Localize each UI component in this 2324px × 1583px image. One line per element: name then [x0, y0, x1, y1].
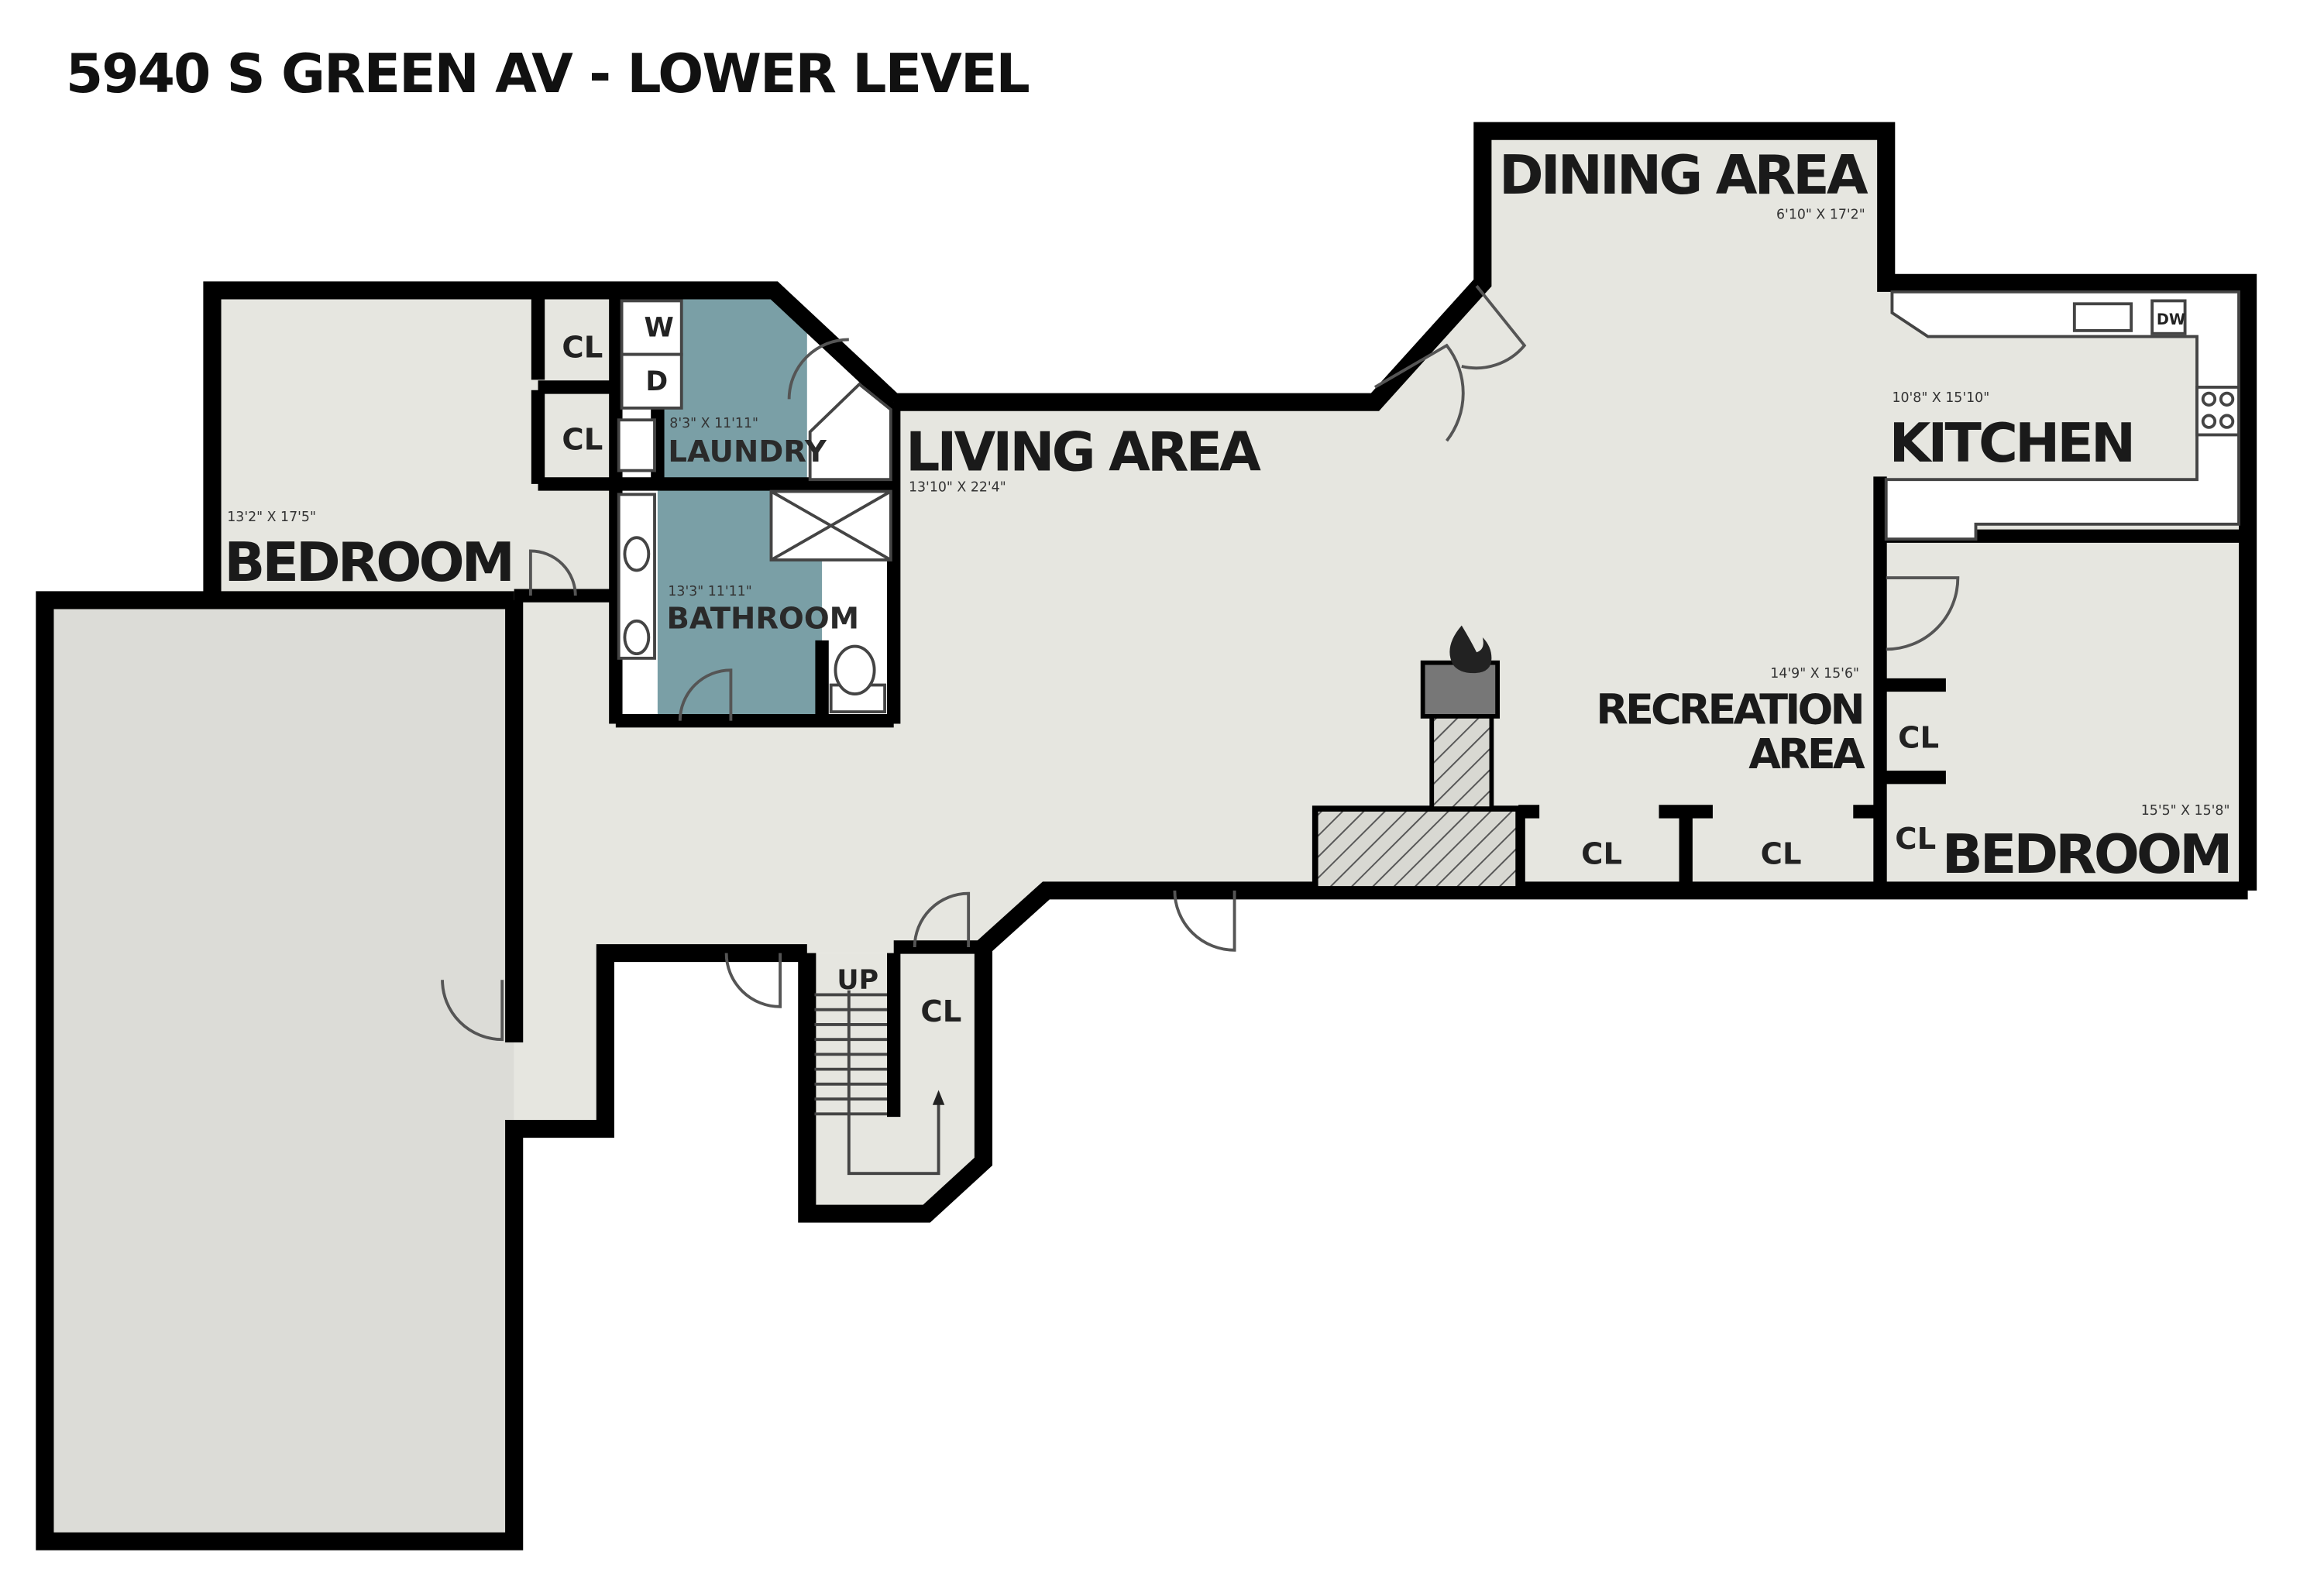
toilet-icon	[829, 644, 887, 714]
dishwasher-label: DW	[2157, 311, 2185, 328]
exterior-walls	[36, 122, 2257, 1550]
bedroom-right-dims: 15'5" X 15'8"	[2141, 803, 2230, 819]
laundry-floor	[657, 294, 807, 484]
bathroom-dims: 13'3" 11'11"	[668, 584, 751, 599]
plan-title: 5940 S GREEN AV - LOWER LEVEL	[66, 43, 1030, 105]
main-floor	[514, 131, 2245, 1129]
bathroom-label: BATHROOM	[666, 602, 859, 637]
living-label: LIVING AREA	[906, 422, 1261, 484]
fixtures: W D DW	[617, 290, 2240, 714]
closet-label: CL	[1898, 720, 1939, 755]
recreation-dims: 14'9" X 15'6"	[1770, 666, 1859, 682]
recreation-label-line2: AREA	[1748, 730, 1865, 778]
bedroom-left-wall	[203, 281, 900, 600]
laundry-label: LAUNDRY	[668, 434, 827, 469]
bedroom-left-label: BEDROOM	[224, 532, 512, 594]
bedroom-left-dims: 13'2" X 17'5"	[227, 510, 316, 525]
closet-label: CL	[1895, 822, 1936, 857]
washer	[620, 299, 683, 356]
doors	[441, 284, 1960, 1042]
fireplace-flame-icon	[1449, 625, 1492, 674]
door-swing-icon	[528, 549, 577, 596]
staircase: UP	[814, 953, 945, 1176]
corner-fixture	[808, 382, 892, 482]
garage-wall	[36, 591, 807, 1550]
kitchen-counter	[1884, 290, 2240, 541]
stairs-label: UP	[837, 965, 878, 996]
interior-walls	[531, 290, 2245, 891]
recreation-label-line1: RECREATION	[1596, 685, 1862, 734]
floor-fills	[44, 131, 2245, 1539]
fireplace	[1312, 625, 1521, 892]
washer-label: W	[645, 313, 674, 344]
closet-label: CL	[1581, 836, 1622, 871]
dryer-label: D	[645, 366, 668, 397]
laundry-dims: 8'3" X 11'11"	[669, 416, 758, 431]
dryer	[620, 352, 683, 410]
kitchen-sink	[2072, 302, 2133, 332]
kitchen-label: KITCHEN	[1889, 413, 2133, 475]
stove-icon	[2195, 386, 2240, 437]
dishwasher	[2150, 299, 2187, 335]
closet-label: CL	[562, 331, 603, 366]
closet-label: CL	[562, 423, 603, 458]
dining-dims: 6'10" X 17'2"	[1776, 208, 1865, 223]
dining-label: DINING AREA	[1499, 145, 1868, 207]
sink-icon	[617, 418, 656, 472]
bedroom-right-label: BEDROOM	[1942, 824, 2230, 886]
closet-label: CL	[920, 994, 961, 1029]
bedroom-left-floor	[211, 290, 616, 596]
closet-label: CL	[1761, 836, 1802, 871]
kitchen-dims: 10'8" X 15'10"	[1892, 390, 1989, 406]
living-dims: 13'10" X 22'4"	[909, 480, 1006, 496]
garage-floor	[44, 599, 514, 1539]
